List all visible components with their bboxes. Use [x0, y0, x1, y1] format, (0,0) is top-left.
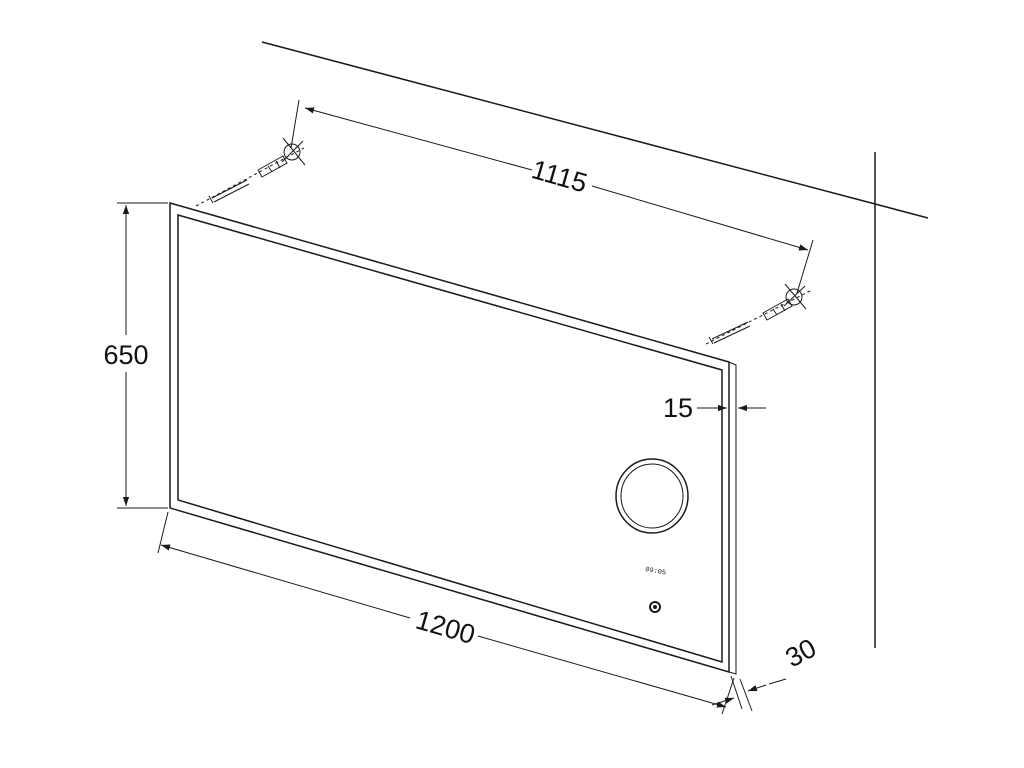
- mirror-inner-frame: [177, 214, 723, 664]
- left-mounting-hardware: [195, 137, 306, 207]
- wall-top-line: [261, 41, 929, 219]
- dimension-width: 1200: [157, 511, 735, 715]
- screw-icon: [708, 321, 751, 345]
- touch-switch-icon: [649, 601, 661, 613]
- dimension-label-depth: 30: [780, 633, 821, 674]
- dimension-label-frame-inset: 15: [663, 393, 693, 423]
- dimension-label-width: 1200: [412, 605, 478, 650]
- mirror-front-face: [169, 202, 730, 674]
- dimension-label-height: 650: [103, 340, 148, 370]
- right-mounting-hardware: [705, 283, 813, 345]
- screw-icon: [208, 179, 250, 204]
- dimension-mounting-spacing: 1115: [290, 99, 814, 294]
- magnifying-mirror-icon: [615, 458, 689, 534]
- clock-readout: 09:05: [644, 566, 666, 578]
- wall-plug-icon: [257, 155, 288, 178]
- dimension-label-mounting-spacing: 1115: [528, 154, 590, 198]
- wall-plug-icon: [762, 298, 793, 321]
- mirror-side-edge: [728, 361, 737, 675]
- right-mount-axis: [705, 289, 813, 345]
- dimension-frame-inset: 15: [663, 393, 766, 423]
- clock-display: 09:05: [644, 566, 666, 578]
- dimension-height: 650: [103, 202, 168, 509]
